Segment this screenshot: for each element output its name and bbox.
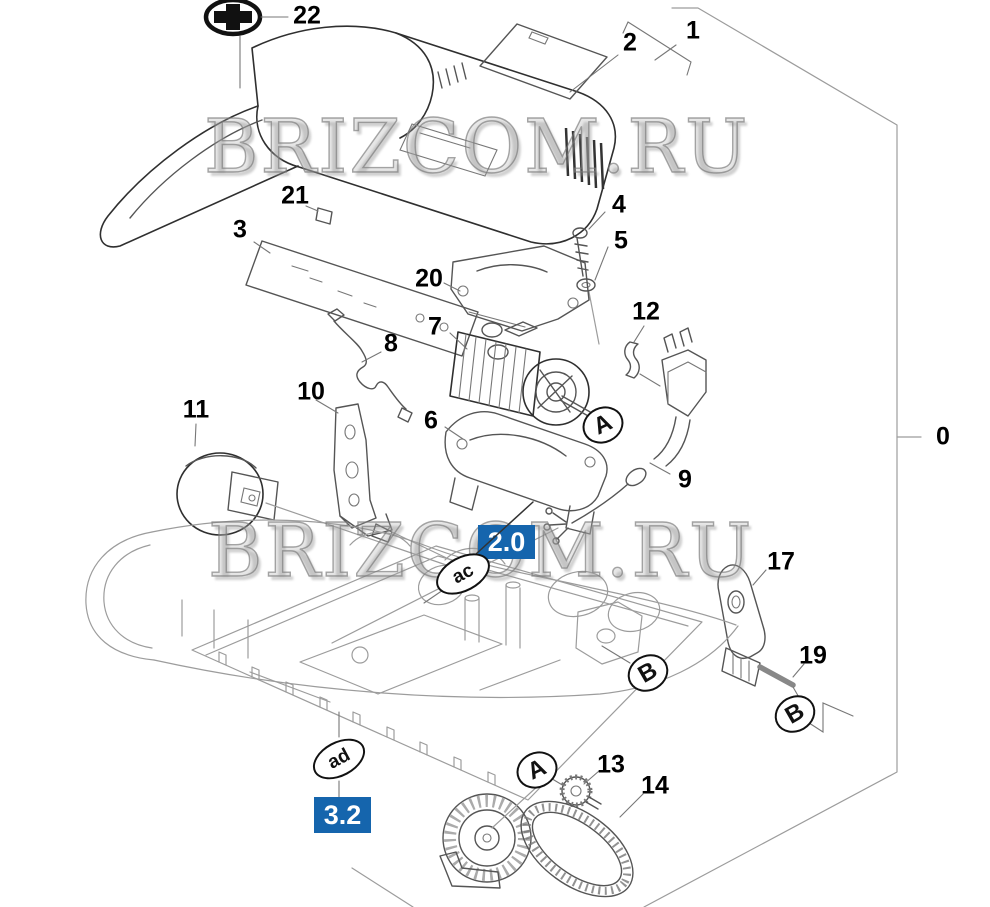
top-cover-part [99,25,617,248]
wheel-part [176,423,453,568]
part-label-9[interactable]: 9 [678,465,692,494]
part-label-14[interactable]: 14 [641,771,669,800]
clip-part [624,325,661,387]
upper-motor-mount [443,245,590,332]
subgroup-badge-2.0[interactable]: 2.0 [478,525,535,559]
part-label-11[interactable]: 11 [182,395,210,424]
part-label-13[interactable]: 13 [597,750,625,779]
part-label-7[interactable]: 7 [428,312,442,341]
part-label-17[interactable]: 17 [767,547,795,576]
part-label-0[interactable]: 0 [936,422,950,451]
sticker-part [479,21,692,100]
part-label-6[interactable]: 6 [424,406,438,435]
plus-marker-icon [203,0,289,89]
screw-and-washer [572,211,609,345]
part-label-1[interactable]: 1 [686,16,700,45]
part-label-21[interactable]: 21 [281,181,309,210]
part-label-20[interactable]: 20 [415,264,443,293]
part-label-3[interactable]: 3 [233,215,247,244]
lower-motor-mount [444,411,608,535]
wire-part [327,308,413,423]
part-label-10[interactable]: 10 [297,377,325,406]
subgroup-badge-3.2[interactable]: 3.2 [314,797,371,833]
part-label-5[interactable]: 5 [614,226,628,255]
brush-belt-group [439,770,644,898]
part-label-2[interactable]: 2 [623,28,637,57]
part-label-8[interactable]: 8 [384,329,398,358]
part-label-22[interactable]: 22 [293,1,321,30]
base-tray [191,545,703,801]
motor-part [449,321,600,426]
bearing-bracket [315,399,456,563]
part-label-4[interactable]: 4 [612,190,626,219]
part-label-19[interactable]: 19 [799,641,827,670]
diagram-boundary [351,7,922,907]
part-label-12[interactable]: 12 [632,297,660,326]
pcb-part [245,205,509,360]
